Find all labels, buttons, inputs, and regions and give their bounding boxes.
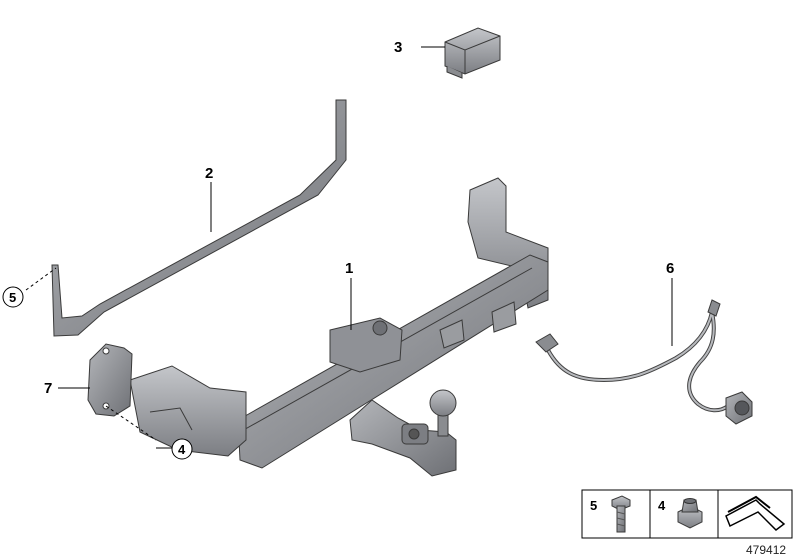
callout-3: 3 [394, 39, 402, 56]
callout-7: 7 [44, 380, 52, 397]
callout-4-circle [171, 438, 193, 460]
legend-bolt-number: 5 [590, 498, 597, 513]
callout-2: 2 [205, 165, 213, 182]
callout-6: 6 [666, 260, 674, 277]
callout-5-circle [2, 286, 24, 308]
callout-4-dashed-leader [105, 405, 157, 441]
bracket-symbol-icon [725, 495, 786, 531]
wiring-harness-part [535, 299, 753, 425]
support-bracket-part [51, 99, 347, 337]
callout-4: 4 [178, 442, 186, 457]
legend-nut-number: 4 [658, 498, 666, 513]
nut-icon [677, 498, 703, 529]
callout-5-dashed-leader [25, 267, 57, 291]
bolt-icon [611, 495, 631, 533]
cover-plate-part [87, 343, 133, 417]
callout-5: 5 [9, 290, 16, 305]
hardware-legend: 5 4 [581, 489, 793, 539]
figure-id: 479412 [746, 543, 786, 557]
control-module-part [444, 27, 501, 79]
tow-hitch-part [129, 177, 549, 477]
legend-bolt-cell [581, 489, 651, 539]
callout-1: 1 [345, 260, 353, 277]
